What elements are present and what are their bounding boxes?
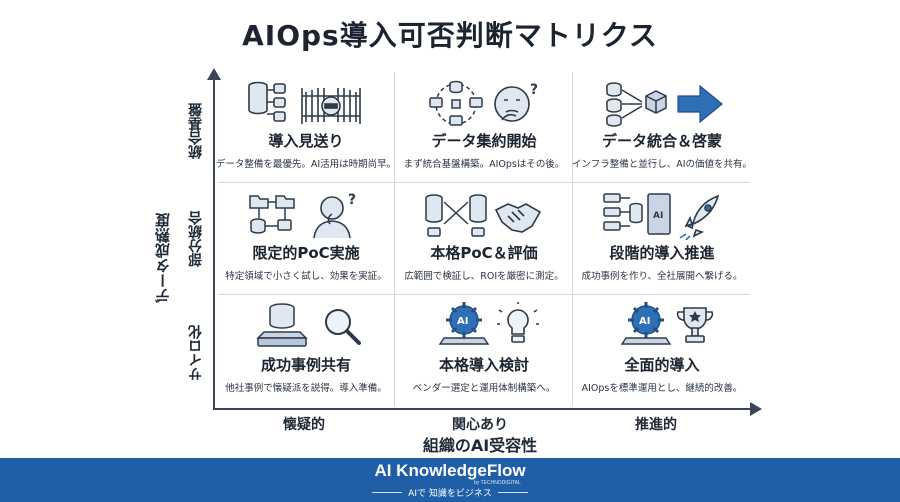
tagline-divider xyxy=(498,492,528,493)
cell-title: データ集約開始 xyxy=(431,132,537,150)
matrix-cell: AI 段階的導入推進 成功事例を作り、全社展開へ繋げる。 xyxy=(576,184,748,292)
cell-description: 成功事例を作り、全社展開へ繋げる。 xyxy=(581,271,743,282)
matrix-cell: AI 本格導入検討 ベンダー選定と運用体制構築へ。 xyxy=(398,296,570,404)
x-axis-line xyxy=(213,408,753,410)
cell-title: 成功事例共有 xyxy=(260,356,351,374)
matrix-cell: 本格PoC＆評価 広範囲で検証し、ROIを厳密に測定。 xyxy=(398,184,570,292)
cell-title: 段階的導入推進 xyxy=(609,244,715,262)
server-stack-icon xyxy=(256,303,308,347)
matrix-cell: 成功事例共有 他社事例で懐疑派を説得。導入準備。 xyxy=(220,296,392,404)
database-icon xyxy=(248,81,286,122)
y-level-top: 統合基盤 xyxy=(188,103,204,159)
cell-title: データ統合＆啓蒙 xyxy=(601,132,722,150)
y-level-bottom: サイロ化 xyxy=(188,325,204,381)
tagline: AIで 知識をビジネスへ。 xyxy=(408,489,492,499)
folder-network-icon xyxy=(249,195,295,234)
matrix-cell: ? データ集約開始 まず統合基盤構築。AIOpsはその後。 xyxy=(398,72,570,180)
svg-text:AI: AI xyxy=(653,211,663,221)
matrix-cell: 導入見送り データ整備を最優先。AI活用は時期尚早。 xyxy=(216,72,396,180)
svg-text:AI: AI xyxy=(457,316,468,327)
y-axis-title: データ成熟度 xyxy=(154,213,172,303)
cell-description: 特定領域で小さく試し、効果を実証。 xyxy=(225,271,387,282)
arrow-right-icon xyxy=(677,84,723,124)
svg-text:AI: AI xyxy=(639,316,650,327)
magnifier-icon xyxy=(325,309,361,345)
cell-description: AIOpsを標準運用とし、継続的改善。 xyxy=(581,383,743,394)
trophy-icon xyxy=(676,307,714,343)
x-level-middle: 関心あり xyxy=(452,417,508,433)
ai-gear-icon: AI xyxy=(438,302,490,345)
grid-divider xyxy=(218,294,750,295)
ai-server-icon: AI xyxy=(603,193,671,235)
cell-title: 本格PoC＆評価 xyxy=(430,244,538,262)
x-axis-arrow xyxy=(750,402,762,416)
cell-description: まず統合基盤構築。AIOpsはその後。 xyxy=(403,159,565,170)
page-title: AIOps導入可否判断マトリクス xyxy=(242,19,658,52)
y-axis-line xyxy=(213,78,215,410)
cell-description: ベンダー選定と運用体制構築へ。 xyxy=(412,383,556,394)
grid-divider xyxy=(218,182,750,183)
data-flow-icon xyxy=(429,80,483,126)
cell-title: 全面的導入 xyxy=(624,356,700,374)
footer-banner: AI KnowledgeFlow by TECHNODIGITAL AIで 知識… xyxy=(0,458,900,502)
y-level-middle: 部分統合 xyxy=(188,211,204,267)
matrix-grid: 導入見送り データ整備を最優先。AI活用は時期尚早。 ? xyxy=(216,72,752,406)
brand-logo: AI KnowledgeFlow xyxy=(374,461,526,480)
database-to-cube-icon xyxy=(606,82,667,127)
cell-description: データ整備を最優先。AI活用は時期尚早。 xyxy=(215,159,397,170)
grid-divider xyxy=(572,72,573,406)
cell-description: 他社事例で懐疑派を説得。導入準備。 xyxy=(225,383,387,394)
cell-title: 本格導入検討 xyxy=(438,356,529,374)
matrix-cell: ? 限定的PoC実施 特定領域で小さく試し、効果を実証。 xyxy=(220,184,392,292)
matrix-cell: データ統合＆啓蒙 インフラ整備と並行し、AIの価値を共有。 xyxy=(572,72,752,180)
tagline-divider xyxy=(372,492,402,493)
x-level-left: 懐疑的 xyxy=(283,417,325,433)
cell-title: 導入見送り xyxy=(268,132,344,150)
svg-text:?: ? xyxy=(530,82,538,98)
thinking-face-icon: ? xyxy=(494,82,538,122)
database-exchange-icon xyxy=(425,194,487,237)
pondering-person-icon: ? xyxy=(313,192,356,239)
rocket-icon xyxy=(679,194,720,241)
y-axis-arrow xyxy=(207,68,221,80)
handshake-icon xyxy=(494,203,542,233)
x-level-right: 推進的 xyxy=(635,417,677,433)
cell-title: 限定的PoC実施 xyxy=(252,244,360,262)
svg-text:?: ? xyxy=(348,192,356,208)
lightbulb-icon xyxy=(497,302,539,343)
cell-description: インフラ整備と並行し、AIの価値を共有。 xyxy=(571,159,753,170)
brand-byline: by TECHNODIGITAL xyxy=(474,480,521,486)
ai-gear-icon: AI xyxy=(620,302,672,345)
x-axis-title: 組織のAI受容性 xyxy=(422,436,538,455)
cell-description: 広範囲で検証し、ROIを厳密に測定。 xyxy=(404,271,564,282)
gate-closed-icon xyxy=(301,88,361,124)
matrix-cell: AI 全面的導入 AIOpsを標準運用とし、継続的改善。 xyxy=(576,296,748,404)
grid-divider xyxy=(394,72,395,406)
